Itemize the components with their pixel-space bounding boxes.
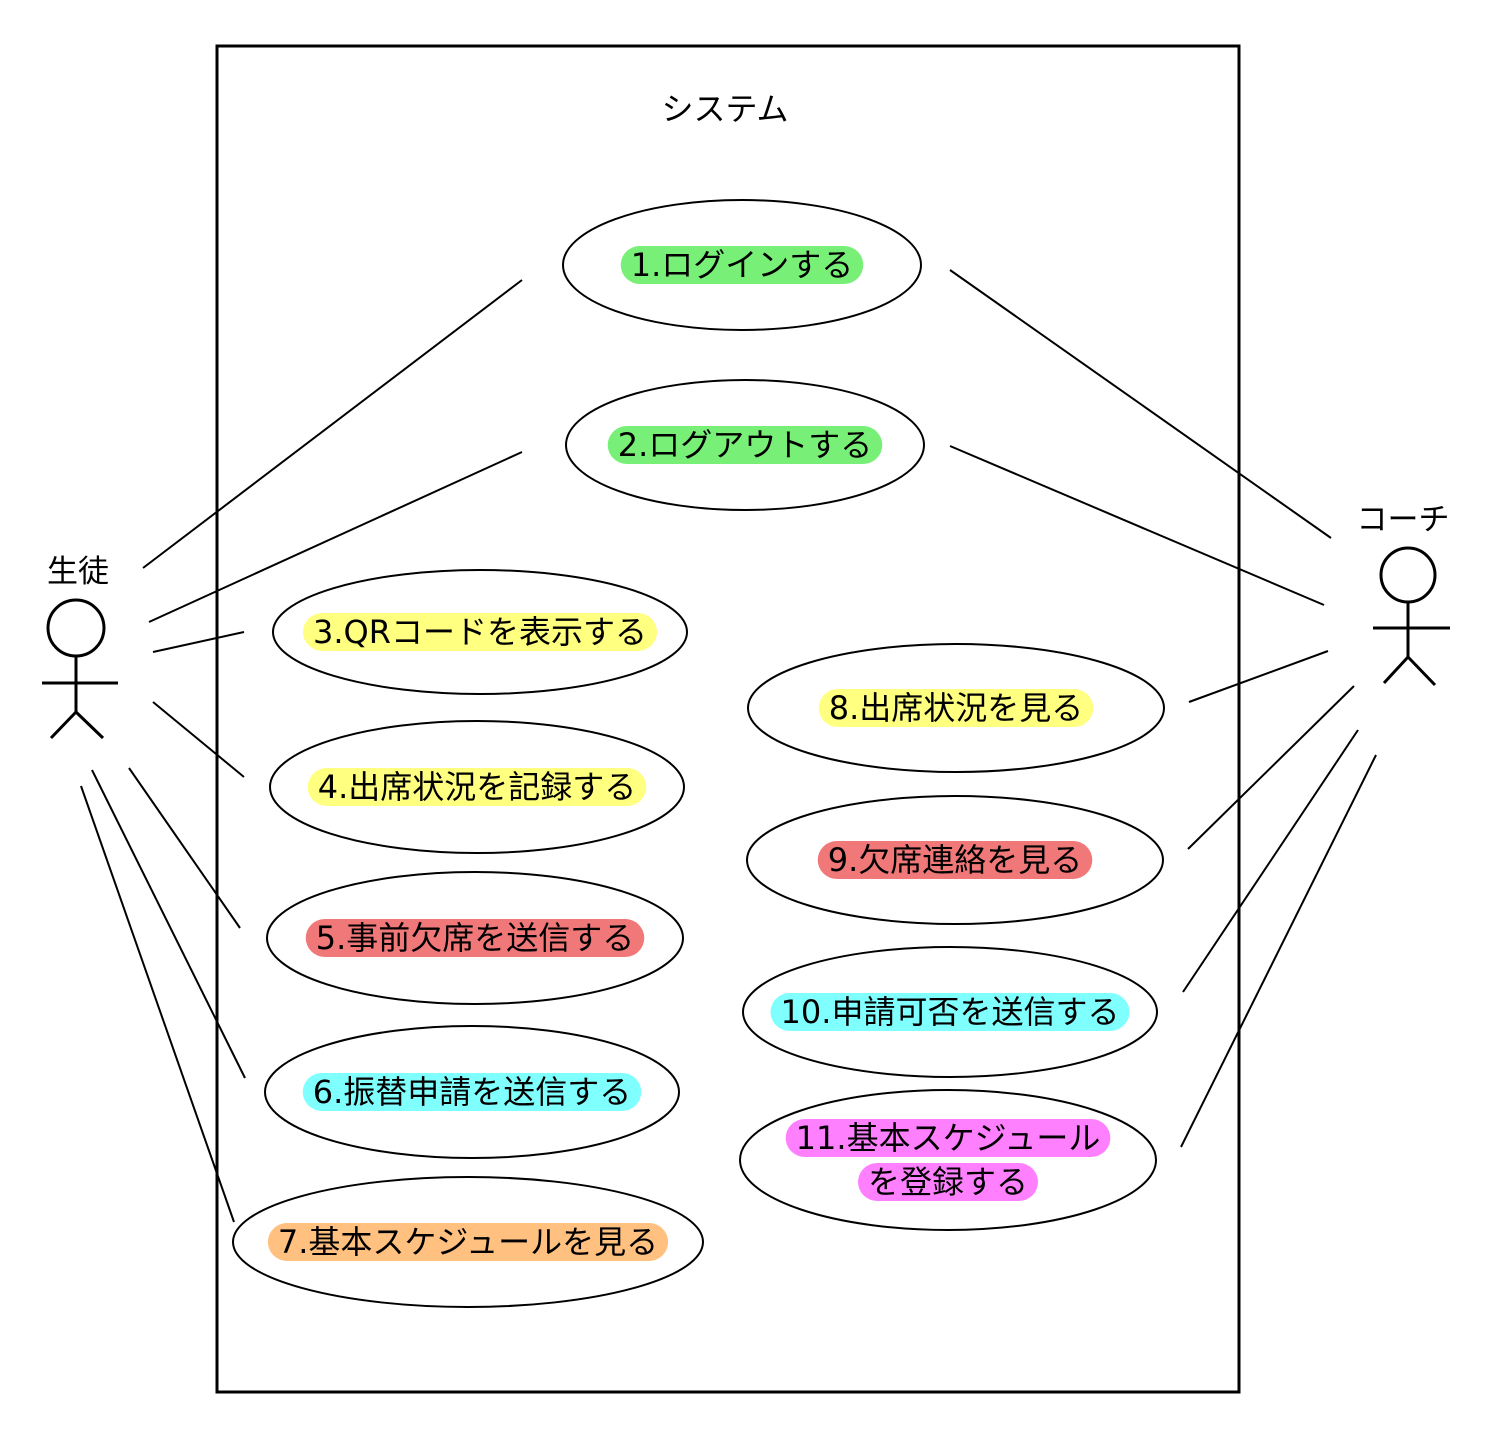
use-case-label: を登録する — [868, 1163, 1028, 1201]
use-case-uc1: 1.ログインする — [562, 199, 922, 331]
use-case-label: 9.欠席連絡を見る — [828, 841, 1083, 879]
association-student-uc7 — [80, 785, 235, 1223]
actor-student-head — [46, 598, 106, 658]
use-case-highlight — [620, 246, 864, 284]
use-case-highlight — [770, 993, 1130, 1031]
use-case-uc7: 7.基本スケジュールを見る — [232, 1176, 704, 1308]
actor-student-label: 生徒 — [47, 554, 109, 590]
use-case-highlight — [303, 613, 657, 651]
use-case-highlight — [607, 426, 883, 464]
association-student-uc3 — [152, 631, 245, 653]
association-coach-uc11 — [1180, 754, 1377, 1148]
use-case-uc6: 6.振替申請を送信する — [264, 1025, 680, 1159]
use-case-label: 10.申請可否を送信する — [781, 993, 1120, 1031]
association-student-uc2 — [148, 451, 523, 623]
use-case-label: 8.出席状況を見る — [829, 689, 1084, 727]
use-case-highlight — [302, 1073, 642, 1111]
actor-coach-leg-left — [1382, 655, 1410, 685]
use-case-highlight — [817, 841, 1093, 879]
actor-coach-leg-right — [1406, 655, 1437, 687]
use-case-highlight — [818, 689, 1094, 727]
association-coach-uc2 — [949, 445, 1325, 606]
use-case-label: 5.事前欠席を送信する — [316, 919, 635, 957]
use-case-label: 3.QRコードを表示する — [313, 613, 647, 651]
use-case-label: 1.ログインする — [631, 246, 854, 284]
association-coach-uc8 — [1188, 650, 1329, 703]
actor-coach-head — [1379, 546, 1437, 604]
actor-student: 生徒 — [42, 554, 118, 740]
association-student-uc5 — [128, 767, 241, 929]
use-cases: 1.ログインする 2.ログアウトする 3.QRコードを表示する 4.出席状況を記録する… — [232, 199, 1165, 1308]
use-case-highlight — [267, 1223, 669, 1261]
association-lines — [80, 269, 1377, 1223]
actor-coach: コーチ — [1357, 502, 1450, 687]
use-case-label: 7.基本スケジュールを見る — [278, 1223, 658, 1261]
actor-student-leg-right — [74, 710, 105, 740]
use-case-highlight — [857, 1163, 1039, 1201]
association-coach-uc10 — [1182, 729, 1359, 993]
actor-student-leg-left — [49, 710, 78, 740]
actor-coach-label: コーチ — [1357, 502, 1450, 538]
use-case-highlight — [305, 919, 645, 957]
use-case-label: 2.ログアウトする — [618, 426, 873, 464]
use-case-highlight — [785, 1119, 1111, 1157]
association-student-uc6 — [91, 769, 246, 1079]
use-case-label: 11.基本スケジュール — [796, 1119, 1101, 1157]
use-case-uc5: 5.事前欠席を送信する — [266, 871, 684, 1005]
use-case-highlight — [307, 768, 647, 806]
system-title: システム — [661, 90, 788, 128]
use-case-uc3: 3.QRコードを表示する — [272, 569, 688, 695]
association-student-uc4 — [152, 701, 245, 778]
use-case-uc9: 9.欠席連絡を見る — [746, 795, 1164, 925]
use-case-label: 6.振替申請を送信する — [313, 1073, 632, 1111]
use-case-label: 4.出席状況を記録する — [318, 768, 637, 806]
use-case-ellipse — [739, 1089, 1157, 1231]
association-student-uc1 — [142, 279, 523, 569]
use-case-uc10: 10.申請可否を送信する — [742, 946, 1158, 1078]
use-case-uc4: 4.出席状況を記録する — [269, 720, 685, 854]
use-case-uc2: 2.ログアウトする — [565, 379, 925, 511]
system-boundary — [215, 44, 1241, 1394]
association-coach-uc1 — [949, 269, 1332, 539]
association-coach-uc9 — [1187, 685, 1355, 850]
use-case-uc8: 8.出席状況を見る — [747, 643, 1165, 773]
